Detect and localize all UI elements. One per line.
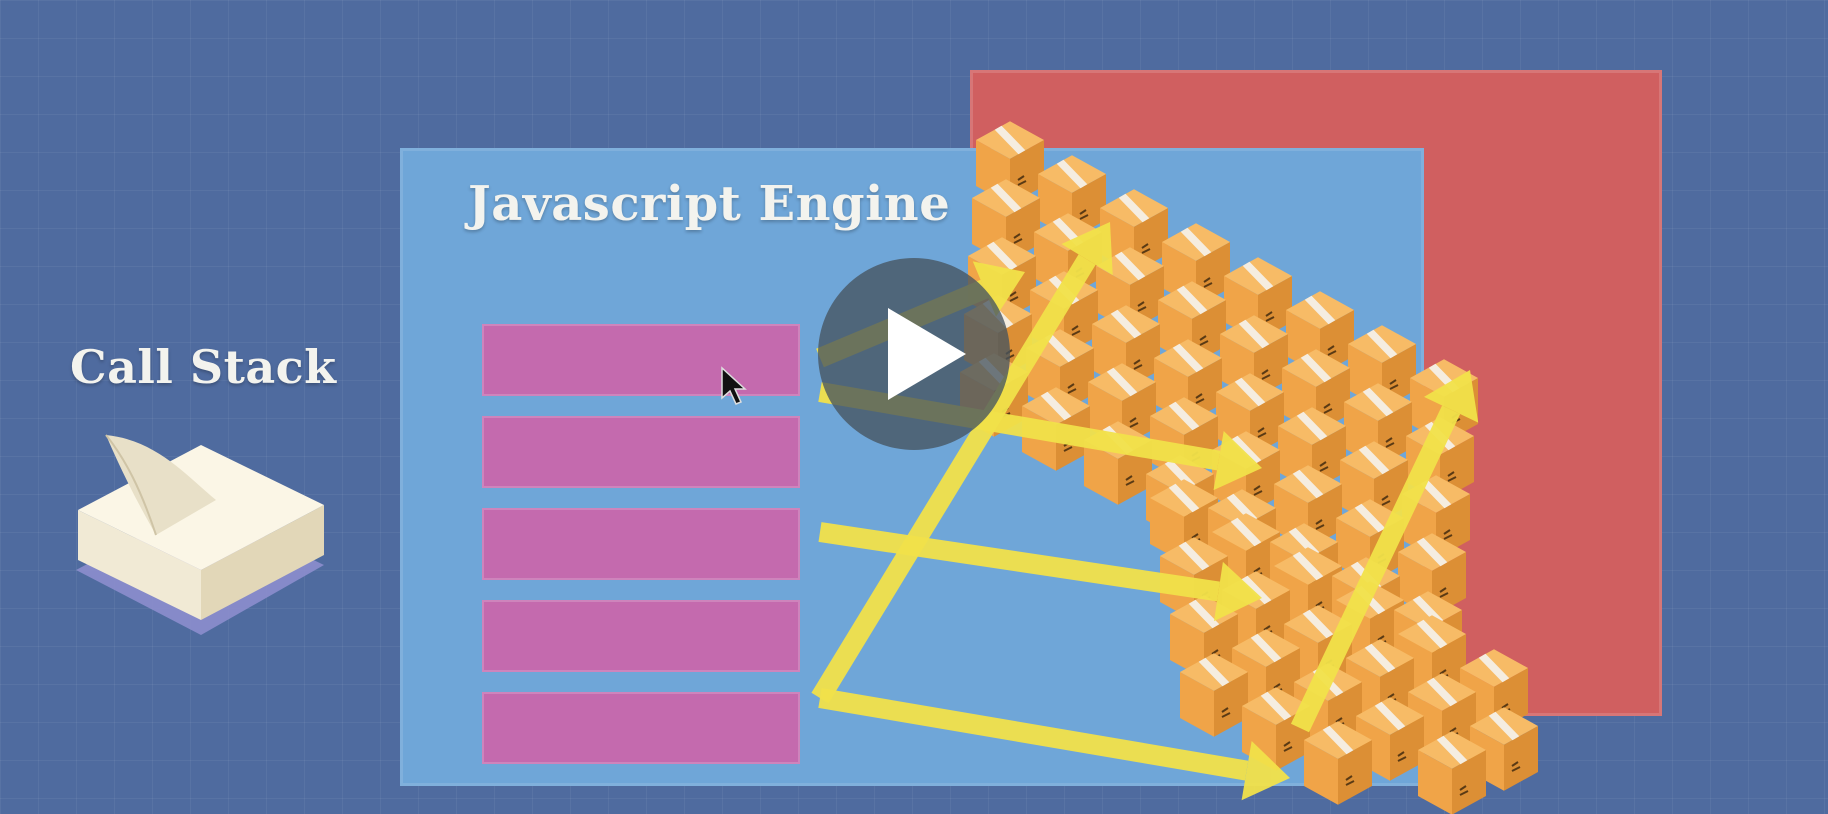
stack-frame: [482, 508, 800, 580]
allocation-arrow: [811, 222, 1113, 704]
cardboard-box-icon: [1158, 281, 1226, 365]
call-stack-title: Call Stack: [70, 340, 337, 394]
stack-frame: [482, 692, 800, 764]
allocation-arrow: [1290, 370, 1479, 733]
cardboard-box-icon: [1180, 653, 1248, 737]
stack-frame: [482, 416, 800, 488]
stack-frame: [482, 324, 800, 396]
allocation-arrow: [818, 522, 1262, 622]
play-button[interactable]: [818, 258, 1010, 450]
javascript-engine-title: Javascript Engine: [468, 176, 951, 232]
cardboard-box-icon: [1216, 373, 1284, 457]
allocation-arrow: [818, 688, 1290, 801]
cardboard-box-icon: [972, 179, 1040, 263]
cardboard-box-icon: [1232, 629, 1300, 713]
cardboard-box-icon: [1304, 721, 1372, 805]
cardboard-box-icon: [1418, 731, 1486, 814]
play-icon: [888, 308, 966, 400]
cardboard-box-icon: [1356, 697, 1424, 781]
cardboard-box-icon: [1346, 639, 1414, 723]
paper-tray-icon: [66, 420, 336, 640]
stack-frame: [482, 600, 800, 672]
mouse-cursor-icon: [720, 366, 748, 410]
